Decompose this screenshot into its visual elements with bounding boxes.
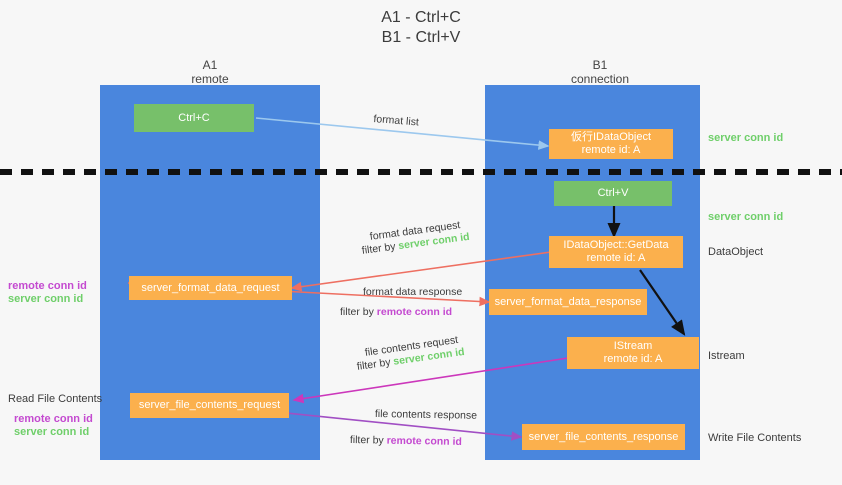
right-label-dataobject: DataObject bbox=[708, 246, 764, 258]
box-server-file-contents-response-label: server_file_contents_response bbox=[528, 430, 679, 443]
lane-header-a1-sub: remote bbox=[191, 72, 229, 86]
box-server-format-data-request[interactable]: server_format_data_request bbox=[129, 276, 292, 300]
box-server-format-data-request-label: server_format_data_request bbox=[141, 281, 280, 294]
box-server-file-contents-response[interactable]: server_file_contents_response bbox=[522, 424, 685, 450]
lane-header-a1-name: A1 bbox=[202, 58, 218, 72]
arrow-label-file-contents-response-filter: filter by remote conn id bbox=[350, 433, 462, 449]
right-label-write-file-contents: Write File Contents bbox=[708, 432, 802, 444]
filter-prefix-1: filter by bbox=[361, 240, 400, 257]
right-label-server-conn-id-2: server conn id bbox=[708, 211, 784, 223]
box-getdata-line1: IDataObject::GetData bbox=[563, 239, 669, 251]
box-idataobject[interactable]: 仮行IDataObject remote id: A bbox=[549, 129, 673, 159]
filter-prefix-3: filter by bbox=[356, 355, 395, 373]
lane-header-b1: B1 connection bbox=[510, 58, 690, 86]
box-istream[interactable]: IStream remote id: A bbox=[567, 337, 699, 369]
title-line-1: A1 - Ctrl+C bbox=[381, 9, 461, 26]
arrow-label-format-data-response: format data response bbox=[363, 286, 463, 298]
box-istream-line1: IStream bbox=[613, 340, 653, 352]
arrow-label-format-list: format list bbox=[372, 112, 420, 129]
left-label-remote-conn-id-1: remote conn id bbox=[8, 280, 87, 292]
box-idataobject-line1: 仮行IDataObject bbox=[570, 131, 652, 143]
diagram-title: A1 - Ctrl+C B1 - Ctrl+V bbox=[0, 8, 842, 48]
box-ctrl-v[interactable]: Ctrl+V bbox=[554, 181, 672, 206]
left-label-read-file-contents: Read File Contents bbox=[8, 393, 103, 405]
box-ctrl-v-label: Ctrl+V bbox=[597, 187, 629, 199]
box-idataobject-line2: remote id: A bbox=[581, 144, 641, 156]
filter-key-remote-conn-id-2: remote conn id bbox=[386, 434, 462, 448]
filter-key-remote-conn-id-1: remote conn id bbox=[376, 306, 453, 318]
box-ctrl-c[interactable]: Ctrl+C bbox=[134, 104, 254, 132]
box-server-format-data-response-label: server_format_data_response bbox=[494, 295, 642, 308]
left-label-remote-conn-id-2: remote conn id bbox=[14, 413, 93, 425]
title-line-2: B1 - Ctrl+V bbox=[381, 29, 461, 46]
box-idataobject-getdata[interactable]: IDataObject::GetData remote id: A bbox=[549, 236, 683, 268]
right-label-istream: Istream bbox=[708, 350, 745, 362]
left-label-server-conn-id-1: server conn id bbox=[8, 293, 84, 305]
filter-prefix-4: filter by bbox=[349, 433, 387, 447]
arrow-label-file-contents-response: file contents response bbox=[374, 407, 478, 422]
box-server-format-data-response[interactable]: server_format_data_response bbox=[489, 289, 647, 315]
right-label-server-conn-id-1: server conn id bbox=[708, 132, 784, 144]
filter-prefix-2: filter by bbox=[340, 306, 377, 318]
box-istream-line2: remote id: A bbox=[603, 353, 663, 365]
left-label-server-conn-id-2: server conn id bbox=[14, 426, 90, 438]
arrow-label-format-data-response-filter: filter by remote conn id bbox=[340, 305, 452, 319]
box-server-file-contents-request[interactable]: server_file_contents_request bbox=[130, 393, 289, 418]
box-getdata-line2: remote id: A bbox=[586, 252, 646, 264]
box-ctrl-c-label: Ctrl+C bbox=[178, 111, 210, 124]
box-server-file-contents-request-label: server_file_contents_request bbox=[138, 399, 281, 411]
lane-header-a1: A1 remote bbox=[120, 58, 300, 86]
lane-header-b1-name: B1 bbox=[592, 58, 608, 72]
lane-header-b1-sub: connection bbox=[570, 72, 630, 86]
